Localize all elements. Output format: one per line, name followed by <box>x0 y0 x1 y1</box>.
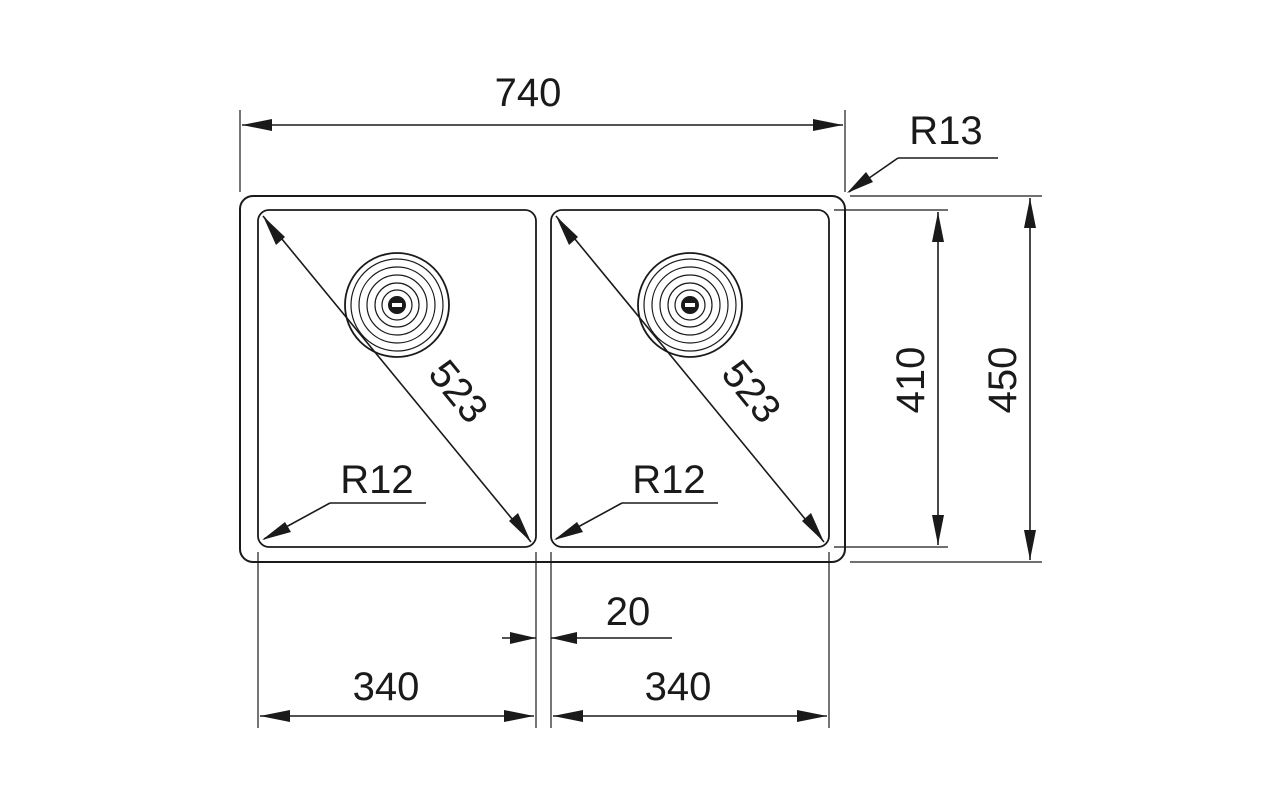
dim-left-bowl-width: 340 <box>260 665 534 722</box>
arrow-head <box>932 515 944 545</box>
arrow-head <box>551 632 577 644</box>
right-drain <box>637 252 743 358</box>
arrow-head <box>1024 198 1036 228</box>
right-bowl-width-label: 340 <box>645 665 712 709</box>
left-bowl-radius-label: R12 <box>340 458 413 502</box>
dim-overall-depth: 450 <box>850 195 1042 563</box>
arrow-head <box>262 522 291 540</box>
drain-strainer-icon <box>344 252 450 358</box>
dimension-line <box>262 215 532 543</box>
right-bowl-radius-label: R12 <box>632 458 705 502</box>
dim-bowl-depth: 410 <box>834 209 948 548</box>
dimension-line <box>555 215 825 543</box>
left-drain <box>344 252 450 358</box>
arrow-head <box>554 522 583 540</box>
arrow-head <box>510 632 536 644</box>
outer-radius-label: R13 <box>909 109 982 153</box>
left-bowl <box>257 209 537 548</box>
arrow-head <box>802 513 824 542</box>
dim-right-bowl-width: 340 <box>553 665 827 722</box>
dim-right-bowl-radius: R12 <box>554 458 718 540</box>
dim-overall-width: 740 <box>239 71 846 192</box>
bowl-depth-label: 410 <box>889 347 933 414</box>
bottom-extension-lines <box>257 552 830 728</box>
left-bowl-width-label: 340 <box>353 665 420 709</box>
arrow-head <box>242 119 272 131</box>
arrow-head <box>509 513 531 542</box>
dim-left-bowl-radius: R12 <box>262 458 426 540</box>
overall-width-label: 740 <box>495 71 562 115</box>
arrow-head <box>553 710 583 722</box>
sink-outline <box>239 195 846 563</box>
sink-outer-edge <box>239 195 846 563</box>
arrow-head <box>847 172 873 193</box>
arrow-head <box>1024 530 1036 560</box>
right-bowl <box>550 209 830 548</box>
arrow-head <box>504 710 534 722</box>
arrow-head <box>813 119 843 131</box>
divider-width-label: 20 <box>606 590 651 634</box>
drain-strainer-icon <box>637 252 743 358</box>
arrow-head <box>556 216 578 245</box>
arrow-head <box>797 710 827 722</box>
arrow-head <box>260 710 290 722</box>
arrow-head <box>263 216 285 245</box>
dim-outer-radius: R13 <box>847 109 998 193</box>
arrow-head <box>932 212 944 242</box>
dim-divider-width: 20 <box>502 590 672 644</box>
overall-depth-label: 450 <box>981 347 1025 414</box>
